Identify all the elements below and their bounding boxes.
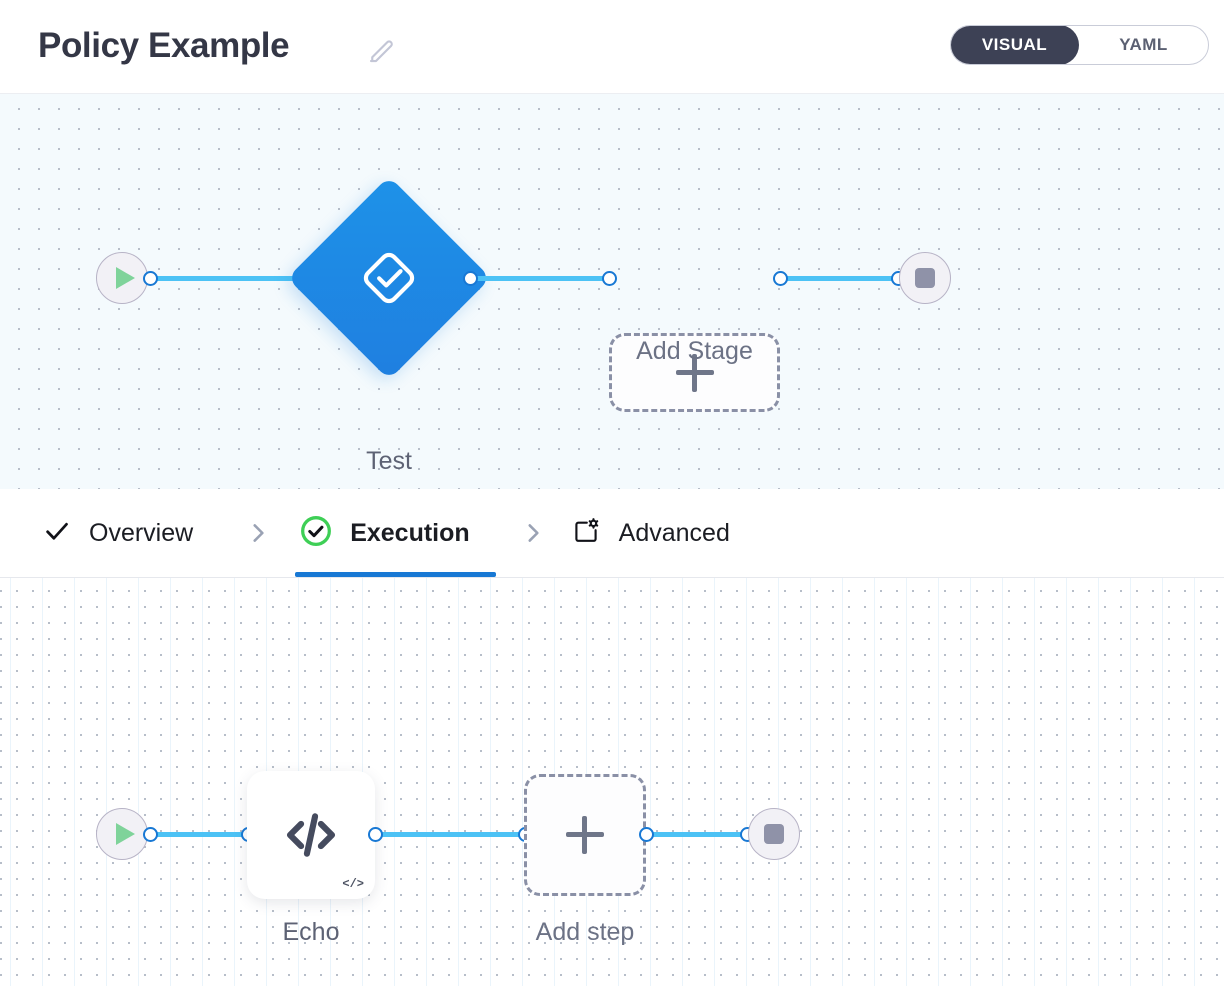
step-start-node[interactable] bbox=[96, 808, 148, 860]
port-echo-out[interactable] bbox=[368, 827, 383, 842]
play-icon bbox=[115, 267, 135, 289]
port-addstep-out[interactable] bbox=[639, 827, 654, 842]
add-stage-label: Add Stage bbox=[636, 337, 753, 365]
add-step-label: Add step bbox=[535, 918, 635, 946]
plus-icon bbox=[566, 816, 604, 854]
chevron-right-icon-2 bbox=[496, 489, 570, 577]
add-step-button[interactable] bbox=[524, 774, 646, 896]
port-start-out[interactable] bbox=[143, 271, 158, 286]
stop-icon bbox=[915, 268, 935, 288]
port-step-start-out[interactable] bbox=[143, 827, 158, 842]
edge-start-to-test bbox=[150, 276, 314, 281]
edge-addstage-to-end bbox=[780, 276, 906, 281]
stop-icon bbox=[764, 824, 784, 844]
check-circle-icon bbox=[299, 514, 333, 553]
tab-execution[interactable]: Execution bbox=[295, 489, 497, 577]
edge-addstep-to-end bbox=[646, 832, 758, 837]
page-header: Policy Example VISUAL YAML bbox=[0, 0, 1224, 94]
port-addstage-in[interactable] bbox=[602, 271, 617, 286]
step-end-node[interactable] bbox=[748, 808, 800, 860]
pipeline-start-node[interactable] bbox=[96, 252, 148, 304]
edge-echo-to-addstep bbox=[375, 832, 533, 837]
pipeline-end-node[interactable] bbox=[899, 252, 951, 304]
code-icon bbox=[286, 813, 336, 857]
stage-label-test: Test bbox=[366, 447, 412, 475]
window-gear-icon bbox=[570, 515, 602, 552]
page-title: Policy Example bbox=[38, 26, 290, 65]
chevron-right-icon bbox=[221, 489, 295, 577]
view-mode-toggle[interactable]: VISUAL YAML bbox=[950, 25, 1209, 65]
port-test-out[interactable] bbox=[463, 271, 478, 286]
tab-overview-label: Overview bbox=[89, 518, 194, 547]
tab-advanced[interactable]: Advanced bbox=[570, 489, 730, 577]
step-label-echo: Echo bbox=[282, 918, 340, 946]
tab-advanced-label: Advanced bbox=[618, 518, 730, 547]
mode-option-visual[interactable]: VISUAL bbox=[951, 26, 1079, 64]
port-addstage-out[interactable] bbox=[773, 271, 788, 286]
mode-option-yaml[interactable]: YAML bbox=[1119, 35, 1168, 54]
stage-canvas[interactable]: Test Add Stage bbox=[0, 94, 1224, 489]
plus-icon bbox=[675, 353, 714, 392]
stage-node-test[interactable] bbox=[287, 176, 491, 380]
tab-execution-label: Execution bbox=[350, 518, 470, 547]
edge-test-to-addstage bbox=[470, 276, 616, 281]
step-canvas[interactable]: </> Echo Add step bbox=[0, 578, 1224, 986]
edge-start-to-echo bbox=[150, 832, 254, 837]
pencil-icon[interactable] bbox=[366, 36, 396, 66]
check-diamond-icon bbox=[363, 252, 415, 304]
play-icon bbox=[115, 823, 135, 845]
section-tabbar: Overview Execution bbox=[0, 489, 1224, 578]
check-icon bbox=[42, 516, 72, 551]
step-node-echo[interactable]: </> bbox=[247, 771, 375, 899]
tab-overview[interactable]: Overview bbox=[42, 489, 221, 577]
add-stage-button[interactable] bbox=[609, 333, 780, 412]
code-badge-icon: </> bbox=[342, 877, 364, 891]
